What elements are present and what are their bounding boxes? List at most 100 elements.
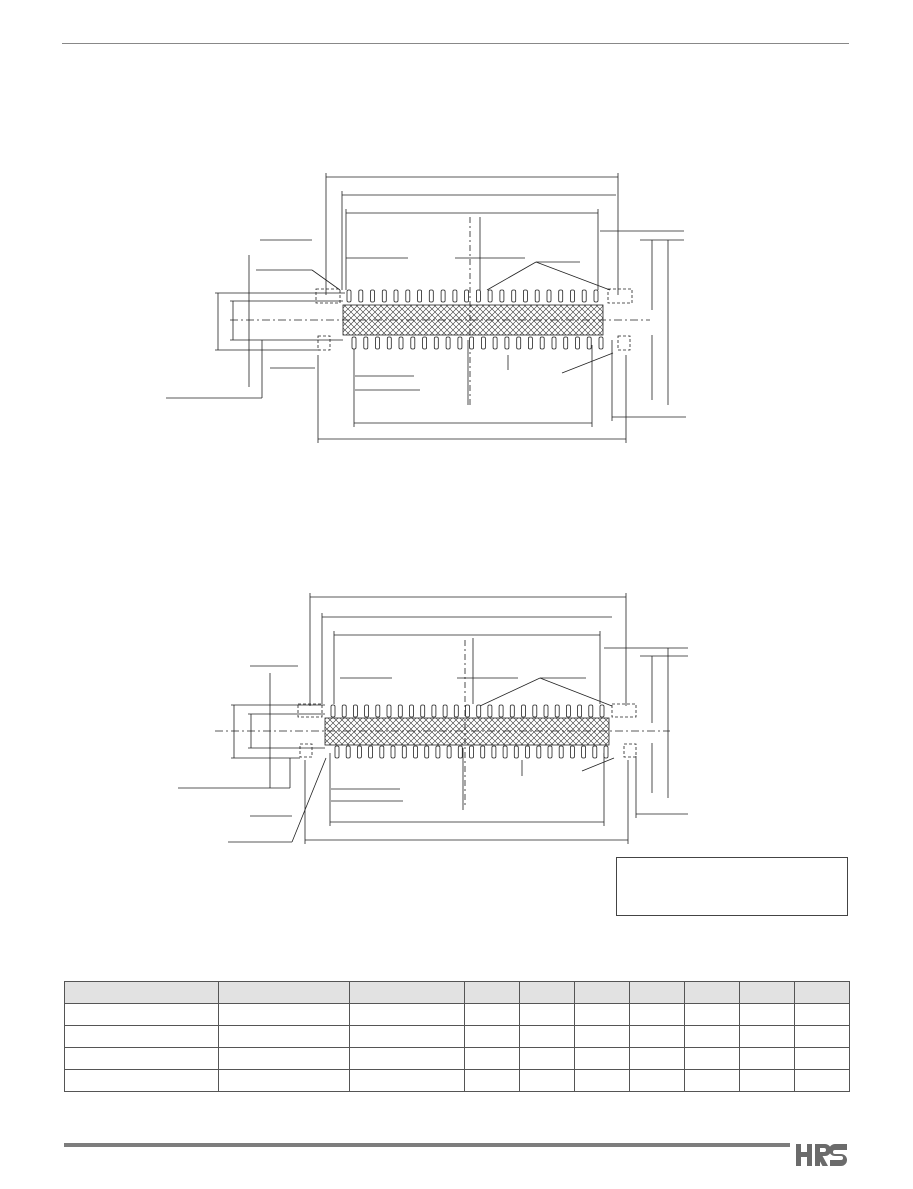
table-cell [64, 1069, 219, 1092]
pin-pad-top [453, 704, 459, 718]
table-cell [464, 1003, 520, 1026]
lower-pcb-layout-drawing [178, 593, 688, 844]
pin-pad-top [511, 289, 517, 303]
pin-pad-bottom [351, 336, 357, 350]
upper-pcb-layout-drawing [166, 173, 686, 443]
pin-pad-top [532, 704, 538, 718]
table-header-cell [218, 981, 350, 1004]
pin-pad-bottom [491, 745, 497, 759]
pin-pad-top [464, 289, 470, 303]
pin-pad-bottom [356, 745, 362, 759]
pin-pad-bottom [575, 336, 580, 350]
pin-pad-bottom [480, 745, 486, 759]
pin-pad-bottom [363, 336, 369, 350]
table-header-cell [794, 981, 850, 1004]
pin-pad-bottom [435, 745, 441, 759]
pin-pad-top [440, 289, 446, 303]
table-cell [739, 1025, 795, 1048]
pin-pad-top [375, 704, 381, 718]
pin-pad-top [546, 289, 552, 303]
table-cell [218, 1047, 350, 1070]
pin-pad-bottom [469, 336, 475, 350]
table-cell [629, 1047, 685, 1070]
pin-pad-top [465, 704, 470, 718]
table-cell [464, 1047, 520, 1070]
table-cell [629, 1025, 685, 1048]
pin-pad-top [370, 289, 375, 303]
table-header-cell [574, 981, 630, 1004]
table-row [64, 1069, 850, 1092]
pin-pad-top [341, 704, 347, 718]
pin-pad-bottom [433, 336, 439, 350]
note-box [616, 857, 848, 916]
table-cell [684, 1047, 740, 1070]
pin-pad-bottom [480, 336, 486, 350]
table-cell [574, 1003, 630, 1026]
pin-pad-bottom [424, 745, 430, 759]
table-cell [794, 1069, 850, 1092]
table-cell [629, 1069, 685, 1092]
pin-pad-bottom [469, 745, 474, 759]
table-cell [218, 1025, 350, 1048]
pin-pad-top [577, 704, 582, 718]
pin-pad-top [554, 704, 560, 718]
pin-pad-top [428, 289, 434, 303]
table-header-cell [739, 981, 795, 1004]
table-cell [794, 1025, 850, 1048]
pin-pad-bottom [528, 336, 533, 350]
table-row [64, 1047, 850, 1070]
table-cell [218, 1003, 350, 1026]
table-cell [684, 1025, 740, 1048]
pin-pad-top [534, 289, 540, 303]
table-cell [464, 1025, 520, 1048]
pin-pad-bottom [386, 336, 392, 350]
pin-pad-top [499, 289, 505, 303]
table-cell [519, 1047, 575, 1070]
pin-pad-bottom [539, 336, 545, 350]
pin-pad-bottom [502, 745, 508, 759]
table-header-cell [464, 981, 520, 1004]
pin-pad-top [487, 704, 493, 718]
table-header-cell [349, 981, 465, 1004]
pin-pad-bottom [563, 336, 569, 350]
pin-pad-top [405, 289, 411, 303]
pin-pad-top [581, 289, 587, 303]
table-cell [64, 1025, 219, 1048]
pin-pad-top [417, 289, 423, 303]
pin-pad-bottom [375, 336, 380, 350]
pin-pad-bottom [513, 745, 519, 759]
pin-pad-bottom [390, 745, 396, 759]
table-cell [574, 1025, 630, 1048]
pin-pad-top [358, 289, 364, 303]
pin-pad-top [523, 289, 528, 303]
pin-pad-top [330, 704, 336, 718]
pin-pad-top [431, 704, 437, 718]
pin-pad-top [393, 289, 399, 303]
pin-pad-top [409, 704, 414, 718]
pin-pad-top [593, 289, 599, 303]
table-cell [64, 1047, 219, 1070]
pin-pad-top [599, 704, 605, 718]
header-rule [62, 43, 849, 44]
table-cell [739, 1069, 795, 1092]
table-cell [218, 1069, 350, 1092]
table-cell [574, 1047, 630, 1070]
table-cell [519, 1025, 575, 1048]
pin-pad-top [397, 704, 403, 718]
pin-pad-top [475, 289, 481, 303]
table-cell [629, 1003, 685, 1026]
pin-pad-bottom [598, 336, 604, 350]
footer-bar [64, 1143, 790, 1147]
dimension-table [64, 981, 850, 1092]
pin-pad-bottom [603, 745, 609, 759]
pin-pad-bottom [445, 336, 451, 350]
pin-pad-bottom [586, 336, 592, 350]
pin-pad-bottom [558, 745, 564, 759]
pin-pad-bottom [516, 336, 522, 350]
pin-pad-bottom [410, 336, 416, 350]
pin-pad-top [420, 704, 426, 718]
pin-pad-bottom [379, 745, 385, 759]
pin-pad-top [558, 289, 564, 303]
table-cell [739, 1047, 795, 1070]
hrs-logo-icon [796, 1144, 847, 1166]
